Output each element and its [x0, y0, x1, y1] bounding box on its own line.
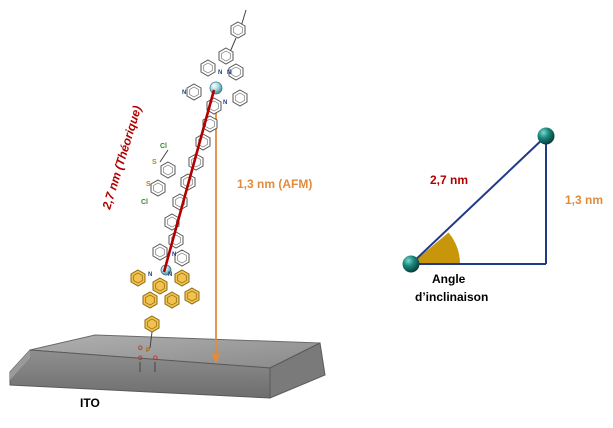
- afm-height-arrow: [212, 100, 220, 364]
- atom-cl-label: Cl: [160, 143, 167, 150]
- atom-s-label: S: [146, 181, 151, 188]
- atom-s-label: S: [152, 159, 157, 166]
- atom-o-label: O: [153, 356, 158, 362]
- molecule-length-line: [162, 89, 216, 273]
- atom-n-label: N: [168, 272, 172, 278]
- afm-height-label: 1,3 nm (AFM): [237, 177, 312, 191]
- atom-cl-label: Cl: [141, 199, 148, 206]
- angle-label: Angle: [432, 272, 466, 286]
- molecule-length-label: 2,7 nm (Théorique): [99, 104, 144, 212]
- substrate-label: ITO: [80, 396, 100, 410]
- vertex-ball-top: [537, 127, 555, 145]
- metal-center-top: [209, 81, 223, 95]
- tilt-triangle: [402, 127, 555, 273]
- ito-substrate: ITO: [9, 334, 326, 410]
- vertex-ball-bottom: [402, 255, 420, 273]
- height-label: 1,3 nm: [565, 193, 603, 207]
- atom-o-label: O: [138, 356, 143, 362]
- atom-n-label: N: [172, 252, 176, 258]
- atom-n-label: N: [223, 100, 227, 106]
- molecule: N N N N Cl S S Cl N: [130, 9, 248, 372]
- atom-n-label: N: [182, 90, 186, 96]
- atom-o-label: O: [138, 346, 143, 352]
- angle-wedge: [411, 232, 460, 264]
- atom-n-label: N: [148, 272, 152, 278]
- atom-n-label: N: [227, 70, 231, 76]
- atom-p-label: P: [146, 348, 150, 354]
- angle-label-line2: d’inclinaison: [415, 290, 488, 304]
- hypotenuse-label: 2,7 nm: [430, 173, 468, 187]
- atom-n-label: N: [218, 70, 222, 76]
